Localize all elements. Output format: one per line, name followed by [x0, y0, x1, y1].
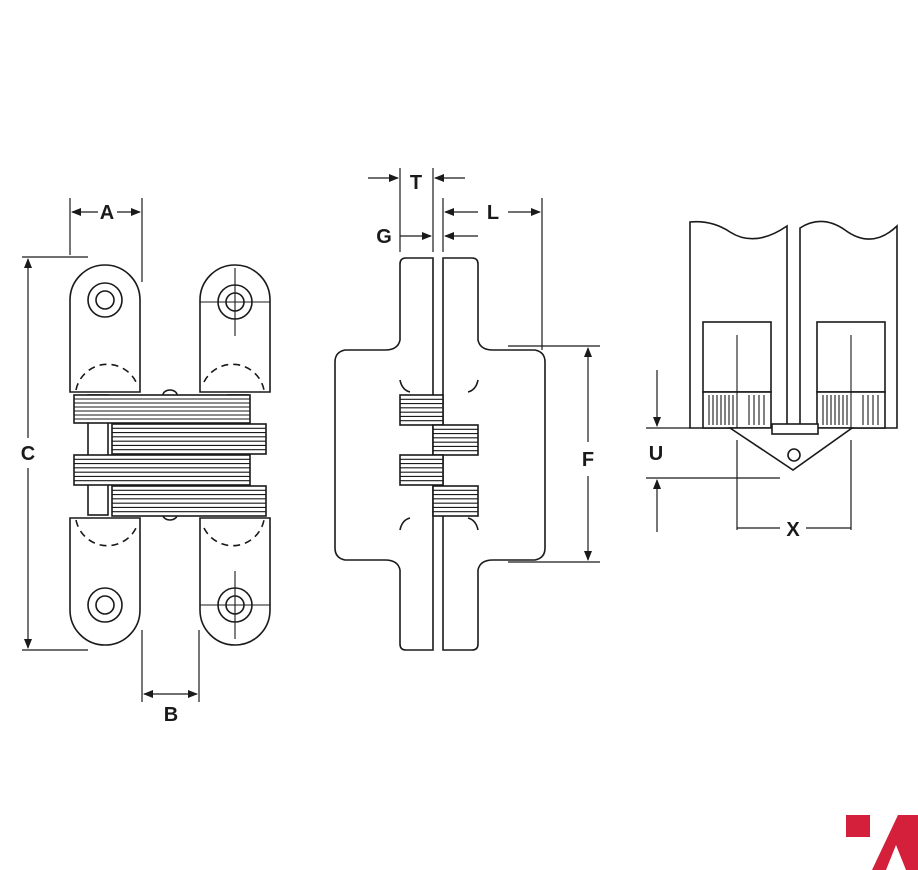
hinge-front-view: [69, 264, 271, 646]
top-left-plate: [69, 264, 141, 393]
side-link-1: [399, 394, 444, 426]
side-left-body: [334, 257, 434, 651]
top-right-cam-outline: [203, 363, 265, 391]
bottom-left-cam-outline: [75, 519, 137, 547]
front-link-3: [73, 454, 251, 486]
dim-label-b: B: [164, 704, 178, 726]
dim-label-c: C: [21, 443, 35, 465]
dim-label-f: F: [582, 449, 594, 471]
front-link-stack: [73, 394, 267, 517]
dim-label-g: G: [376, 226, 392, 248]
top-rib-marks: [708, 395, 879, 425]
dim-label-t: T: [410, 172, 422, 194]
pivot-hole: [787, 448, 801, 462]
hinge-side-view: [334, 257, 546, 651]
side-link-4: [432, 485, 479, 517]
side-link-2: [432, 424, 479, 456]
front-link-2: [111, 423, 267, 455]
hinge-installed-view: [689, 220, 898, 471]
dim-label-a: A: [100, 202, 114, 224]
logo-mark: [872, 815, 918, 870]
logo-square: [846, 815, 870, 837]
installed-dimensions: [646, 370, 852, 532]
bottom-left-plate: [69, 517, 141, 646]
side-dimensions: [368, 168, 600, 563]
top-left-screw-hole: [87, 282, 123, 318]
side-link-stack: [399, 394, 479, 517]
bottom-left-screw-hole: [87, 587, 123, 623]
side-link-3: [399, 454, 444, 486]
dim-label-u: U: [649, 443, 663, 465]
side-right-body: [442, 257, 546, 651]
top-left-cam-outline: [75, 363, 137, 391]
bottom-right-cam-outline: [203, 519, 265, 547]
dim-label-l: L: [487, 202, 499, 224]
brand-logo: [846, 815, 918, 870]
front-dimensions: [22, 198, 200, 702]
front-link-4: [111, 485, 267, 517]
front-link-1: [73, 394, 251, 424]
dim-label-x: X: [786, 519, 800, 541]
